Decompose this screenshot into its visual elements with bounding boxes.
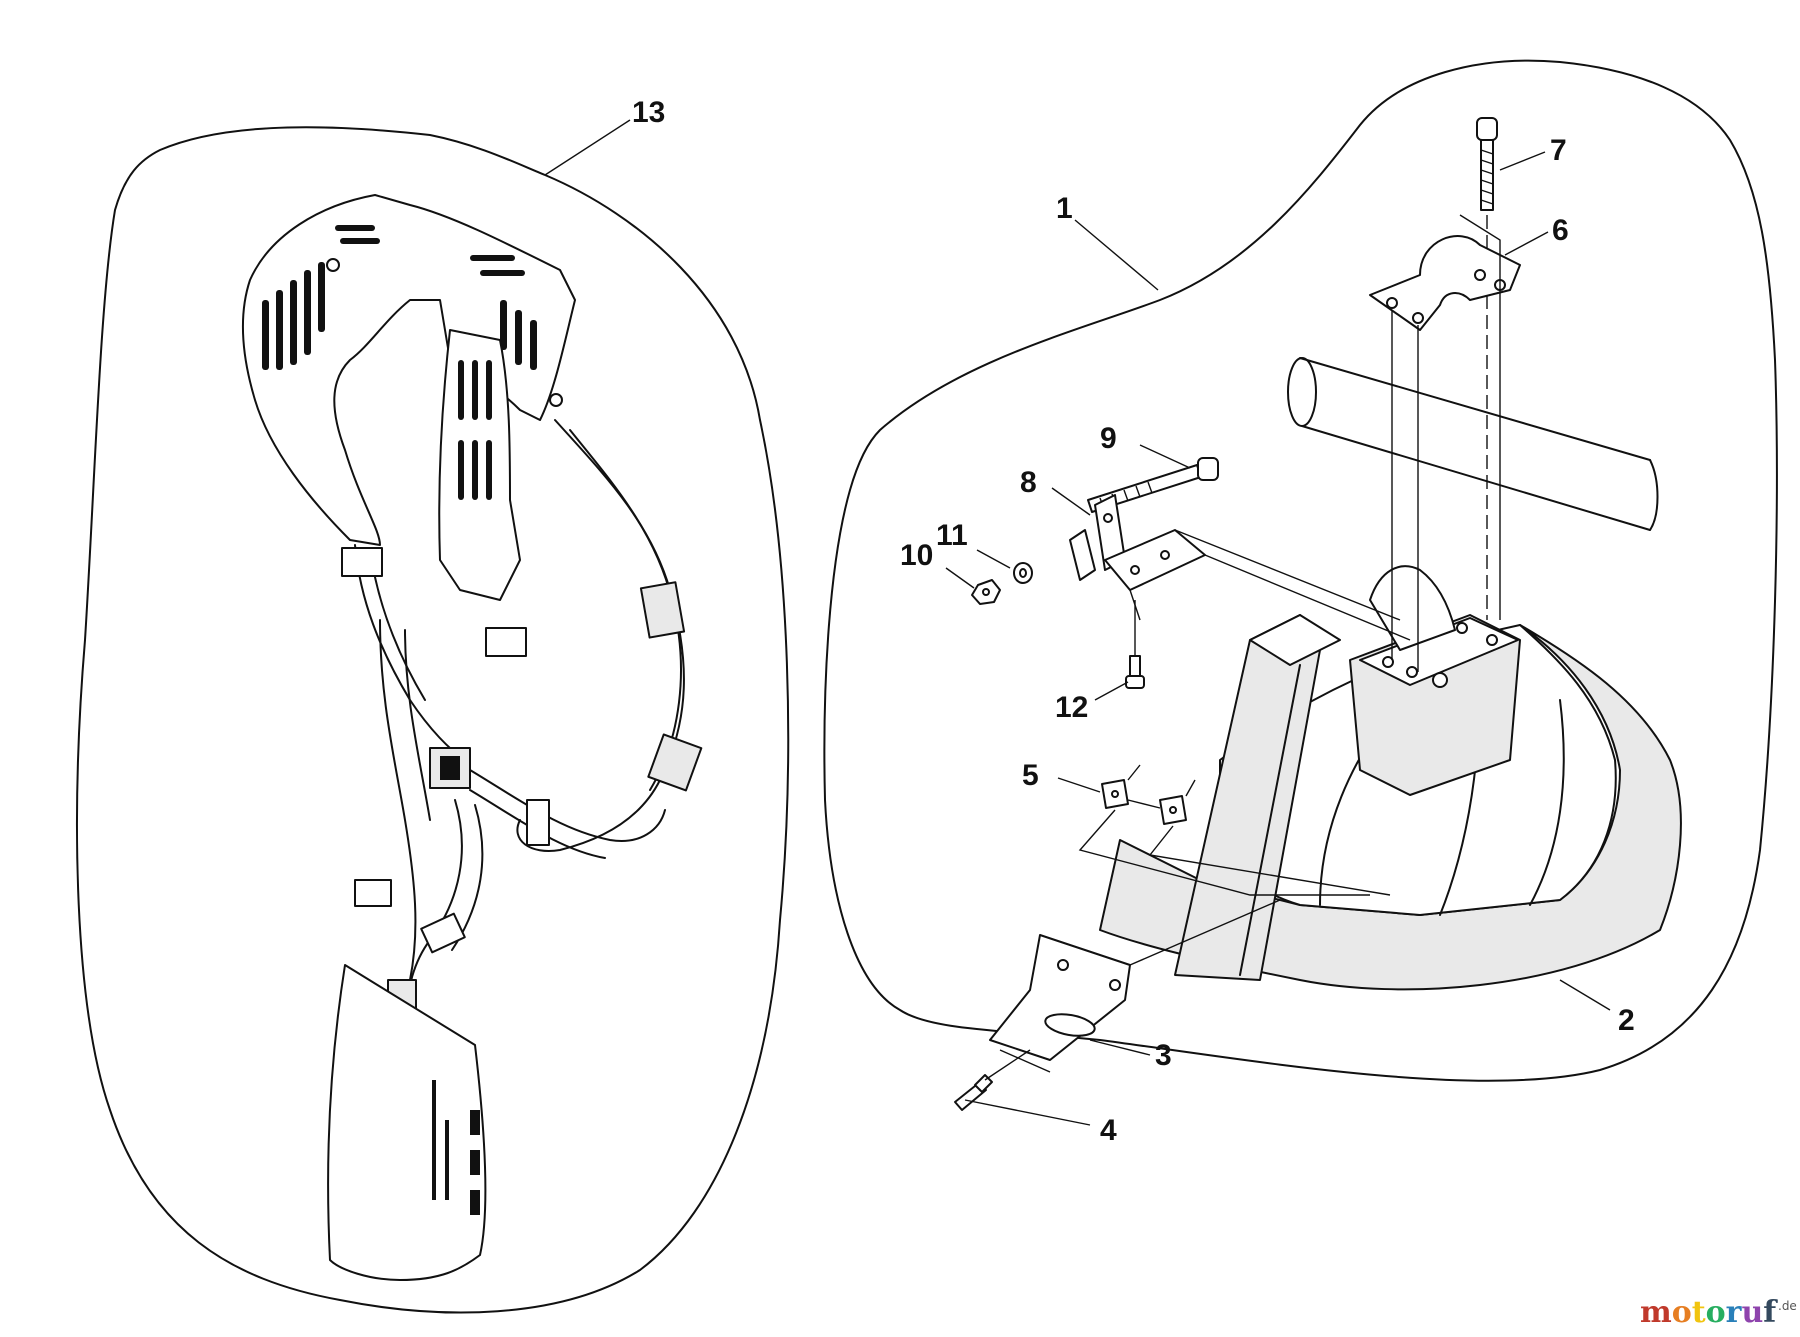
callout-3: 3 (1155, 1039, 1172, 1072)
callout-1: 1 (1056, 192, 1073, 225)
callout-2: 2 (1618, 1004, 1635, 1037)
leader-6 (1504, 231, 1549, 256)
shoulder-pad-slots (262, 225, 537, 370)
guard-arm (1174, 614, 1341, 981)
harness-group: 13 (76, 96, 790, 1314)
part-8-bracket (1069, 494, 1411, 641)
leader-1 (1074, 219, 1159, 291)
leader-4 (964, 1099, 1091, 1126)
leader-9 (1139, 444, 1191, 469)
leader-10 (945, 567, 975, 589)
harness-lower-left-strap (379, 619, 417, 981)
leader-3 (1089, 1039, 1151, 1056)
mounting-block (1349, 565, 1521, 796)
part-7-bolt (1476, 117, 1498, 620)
part-3-plate (989, 899, 1281, 1073)
callout-6: 6 (1552, 214, 1569, 247)
callout-10: 10 (900, 539, 933, 572)
watermark-suffix: .de (1778, 1299, 1797, 1313)
leader-11 (976, 549, 1011, 569)
part-11-washer (1013, 562, 1033, 584)
callout-12: 12 (1055, 691, 1088, 724)
harness-spine-strap (438, 329, 521, 601)
callout-9: 9 (1100, 422, 1117, 455)
leader-5 (1057, 777, 1101, 793)
part-10-nut (971, 579, 1001, 605)
strap-pad-lower-right (647, 733, 703, 792)
strap-pad-right (639, 581, 686, 639)
watermark-text: motoruf (1640, 1295, 1778, 1330)
part-12-screw (1125, 600, 1145, 689)
leader-2 (1559, 979, 1611, 1011)
part-6-clamp (1369, 214, 1521, 672)
watermark-logo: motoruf .de motoruf (1640, 1295, 1797, 1330)
harness-shoulder-pad (242, 194, 576, 546)
part-5-square-nuts (1078, 764, 1391, 896)
strap-buckle-upper-left (341, 547, 383, 577)
harness-left-strap (354, 544, 466, 761)
part-4-bolt (954, 1049, 1031, 1111)
callout-7: 7 (1550, 134, 1567, 167)
strap-buckle-mid (485, 627, 527, 657)
guard-group-outline (823, 59, 1778, 1082)
callout-11: 11 (936, 519, 968, 552)
lower-buckle-left (354, 879, 392, 907)
leader-12 (1094, 681, 1129, 701)
leader-7 (1499, 151, 1546, 171)
lower-buckle-right (420, 912, 466, 954)
callout-8: 8 (1020, 466, 1037, 499)
guard-group: 1 (823, 59, 1778, 1147)
harness-waist-strap (469, 769, 666, 842)
callout-13: 13 (632, 96, 665, 129)
callout-4: 4 (1100, 1114, 1117, 1147)
leader-8 (1051, 487, 1091, 516)
leader-13 (544, 119, 631, 176)
callout-5: 5 (1022, 759, 1039, 792)
shaft-tube (1287, 357, 1659, 531)
watermark-brand: motoruf (1640, 1295, 1778, 1330)
harness-hip-pad (327, 964, 487, 1281)
waist-strap-buckle (526, 799, 550, 846)
